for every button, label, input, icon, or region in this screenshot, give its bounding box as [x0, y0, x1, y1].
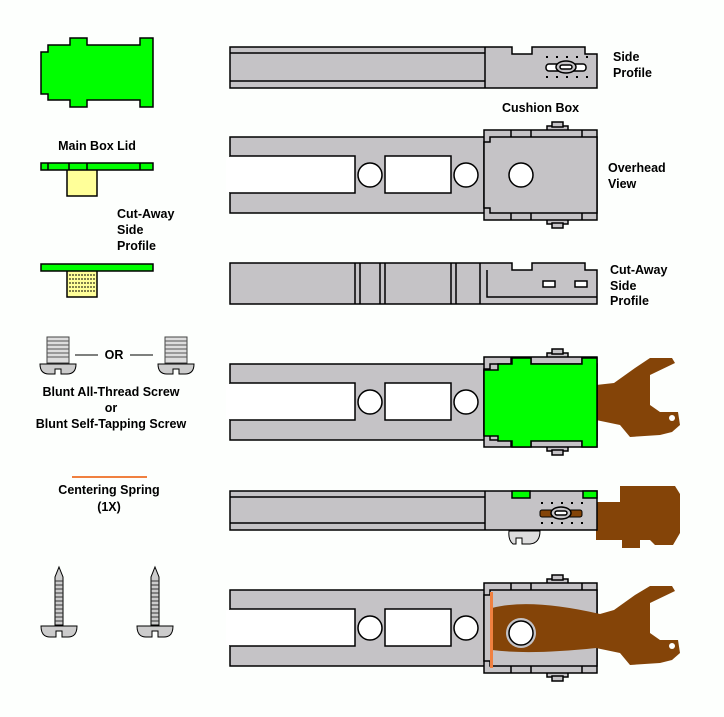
- label-cutaway-right-2: Side: [610, 279, 636, 293]
- centering-spring: [72, 476, 147, 478]
- label-screw-or: or: [105, 401, 118, 415]
- label-overhead: Overhead: [608, 161, 666, 175]
- label-side: Side: [613, 50, 639, 64]
- actuator-arm: [596, 358, 680, 437]
- blunt-all-thread-screw: [39, 336, 77, 375]
- lid-side-profile: [40, 162, 154, 197]
- tapping-screw-2: [136, 566, 174, 638]
- main-box-lid-installed: [483, 357, 598, 448]
- side-profile-view: [229, 46, 598, 89]
- side-profile-with-lid: [229, 486, 680, 548]
- overhead-with-lid: [225, 348, 680, 456]
- label-view: View: [608, 177, 637, 191]
- cutaway-side-profile-view: [229, 262, 598, 305]
- overhead-view: [225, 121, 598, 229]
- label-main-box-lid: Main Box Lid: [58, 139, 136, 153]
- label-centering-spring-qty: (1X): [97, 500, 121, 514]
- label-cutaway-left-1: Cut-Away: [117, 207, 174, 221]
- label-cutaway-right-1: Cut-Away: [610, 263, 667, 277]
- label-profile: Profile: [613, 66, 652, 80]
- lid-cutaway-profile: [40, 263, 154, 298]
- main-box-lid: [40, 37, 154, 108]
- label-cutaway-right-3: Profile: [610, 294, 649, 308]
- tapping-screw-1: [40, 566, 78, 638]
- label-centering-spring: Centering Spring: [58, 483, 159, 497]
- blunt-self-tapping-screw: [157, 336, 195, 375]
- label-or: OR: [105, 348, 124, 362]
- label-cushion-box: Cushion Box: [502, 101, 579, 115]
- label-screw-2: Blunt Self-Tapping Screw: [36, 417, 187, 431]
- centering-spring-installed: [490, 592, 493, 668]
- label-screw-1: Blunt All-Thread Screw: [42, 385, 179, 399]
- label-cutaway-left-2: Side: [117, 223, 143, 237]
- label-cutaway-left-3: Profile: [117, 239, 156, 253]
- overhead-with-arm: [225, 574, 680, 682]
